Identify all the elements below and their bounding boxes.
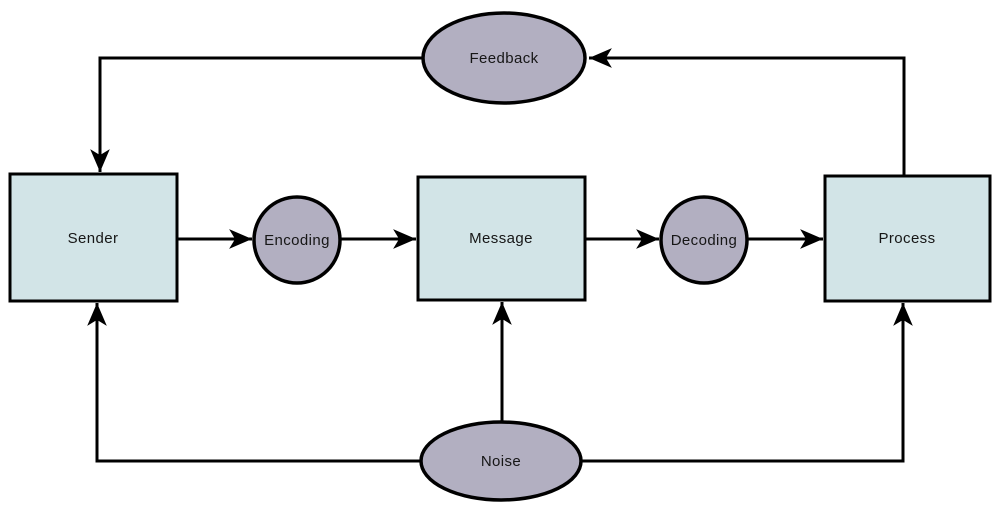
- node-noise: Noise: [419, 420, 583, 502]
- noise-label: Noise: [481, 453, 521, 470]
- encoding-label: Encoding: [264, 232, 330, 249]
- edge-process-to-feedback: [589, 48, 906, 175]
- decoding-label: Decoding: [671, 232, 738, 249]
- process-box: [823, 174, 992, 303]
- node-feedback: Feedback: [421, 11, 587, 105]
- process-label: Process: [879, 230, 936, 247]
- encoding-circle: [252, 195, 342, 285]
- feedback-ellipse: [421, 11, 587, 105]
- noise-ellipse: [419, 420, 583, 502]
- decoding-circle: [659, 195, 749, 285]
- message-box: [416, 175, 587, 302]
- message-label: Message: [469, 230, 533, 247]
- edge-noise-to-sender: [87, 303, 421, 463]
- sender-box: [8, 172, 179, 303]
- edge-noise-to-process: [581, 303, 913, 463]
- node-encoding: Encoding: [252, 195, 342, 285]
- node-process: Process: [823, 174, 992, 303]
- node-sender: Sender: [8, 172, 179, 303]
- node-decoding: Decoding: [659, 195, 749, 285]
- edge-feedback-to-sender: [90, 56, 423, 172]
- feedback-label: Feedback: [469, 50, 538, 67]
- node-message: Message: [416, 175, 587, 302]
- sender-label: Sender: [68, 230, 119, 247]
